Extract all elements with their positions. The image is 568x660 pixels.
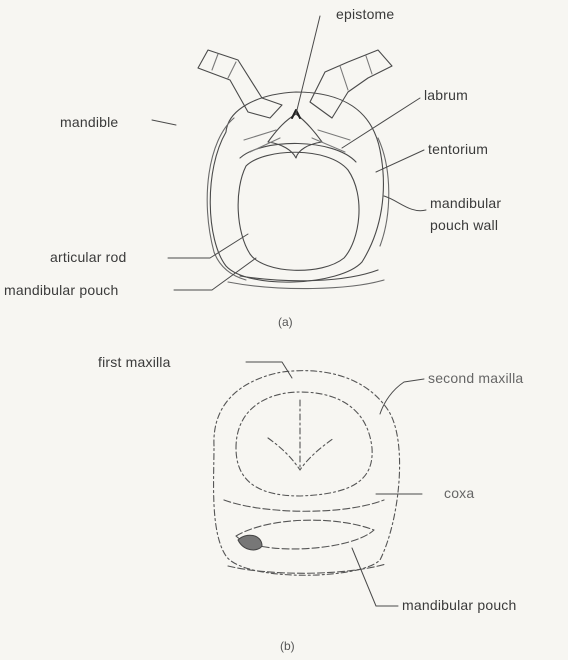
caption-b: (b) (280, 640, 295, 652)
label-articular-rod: articular rod (50, 250, 127, 264)
label-mandibular-pouch-b: mandibular pouch (402, 598, 517, 612)
label-tentorium: tentorium (428, 142, 488, 156)
inner-pouch (238, 152, 359, 270)
figure-a-drawing (198, 50, 392, 289)
right-appendage (310, 50, 392, 118)
leader-pouch-wall (384, 196, 426, 211)
head-outline (210, 92, 383, 282)
label-second-maxilla: second maxilla (428, 371, 523, 385)
leader-mandibular-pouch-a (174, 258, 256, 290)
leader-labrum (342, 98, 420, 148)
caption-a: (a) (278, 316, 293, 328)
label-mandible: mandible (60, 115, 118, 129)
leader-mandibular-pouch-b (352, 548, 398, 606)
leader-articular-rod (168, 234, 248, 258)
label-labrum: labrum (424, 88, 468, 102)
leader-mandible (152, 120, 176, 125)
leader-first-maxilla (246, 362, 292, 378)
leader-epistome (296, 16, 320, 114)
b-inner-oval (236, 392, 372, 496)
label-mandibular-pouch-wall-line2: pouch wall (430, 218, 498, 232)
label-first-maxilla: first maxilla (98, 355, 171, 369)
label-mandibular-pouch-wall-line1: mandibular (430, 196, 501, 210)
label-coxa: coxa (444, 486, 474, 500)
b-dark-patch (238, 535, 262, 550)
label-mandibular-pouch-a: mandibular pouch (4, 283, 119, 297)
left-appendage (198, 50, 282, 118)
label-epistome: epistome (336, 7, 394, 21)
labrum-shape (268, 114, 322, 158)
